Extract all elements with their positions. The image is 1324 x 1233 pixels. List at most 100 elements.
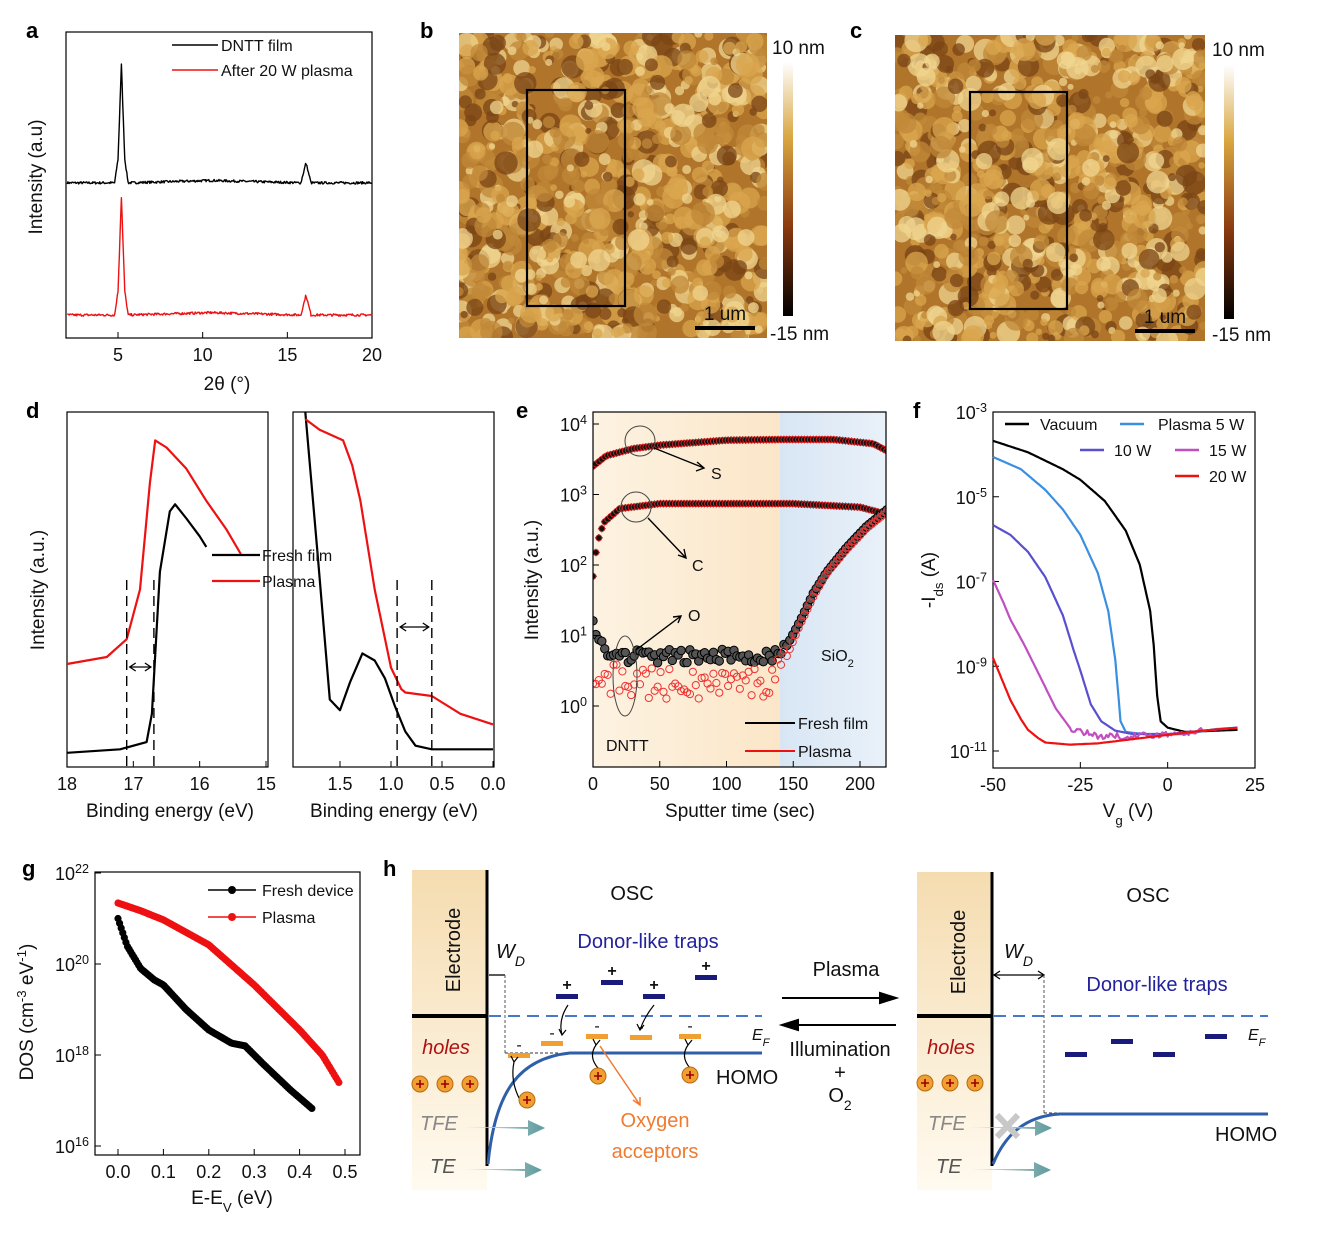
afm-grain [895, 328, 907, 340]
afm-grain [978, 236, 989, 247]
afm-grain [495, 193, 505, 203]
afm-grain [895, 223, 912, 243]
afm-height-map [459, 33, 767, 338]
afm-grain [735, 52, 760, 77]
data-point-plasma [776, 660, 786, 669]
afm-grain [711, 179, 728, 197]
afm-grain [1028, 91, 1047, 110]
x-axis-label-right: Binding energy (eV) [310, 801, 478, 822]
data-point-plasma [653, 682, 662, 691]
afm-grain [508, 234, 521, 247]
afm-grain [914, 294, 927, 306]
text-span: 18 [75, 1044, 89, 1058]
afm-grain [1047, 137, 1070, 161]
afm-grain [747, 302, 759, 313]
afm-grain [1105, 91, 1113, 99]
afm-grain [1048, 320, 1064, 336]
afm-grain [1081, 35, 1094, 43]
homo-label: HOMO [1215, 1124, 1277, 1146]
text-span: 2 [844, 1097, 852, 1113]
afm-grain [690, 65, 702, 77]
afm-grain [599, 307, 612, 320]
text-span: 2 [848, 658, 854, 670]
afm-grain [921, 311, 929, 319]
oxygen-acceptor-level [541, 1041, 563, 1046]
data-point-plasma [624, 682, 633, 691]
data-point-plasma [647, 664, 656, 673]
afm-grain [1102, 273, 1123, 295]
x-tick-label: 15 [256, 774, 276, 794]
y-tick-label: 10-3 [956, 401, 987, 423]
afm-grain [505, 290, 522, 307]
plus-sign [921, 1079, 929, 1087]
afm-grain [957, 119, 972, 133]
oxygen-acceptor-level [586, 1034, 608, 1039]
afm-grain [514, 268, 529, 283]
afm-grain [895, 188, 911, 211]
afm-grain [525, 197, 538, 209]
afm-grain [1159, 314, 1166, 321]
afm-grain [562, 309, 574, 321]
afm-grain [537, 165, 555, 183]
x-tick-label: 0.5 [429, 774, 454, 794]
transition-arrow [636, 1004, 655, 1032]
y-tick-label: 1020 [55, 953, 89, 975]
afm-grain [656, 299, 672, 314]
illumination-arrow [778, 1018, 896, 1032]
acceptor-charge-minus: - [687, 1018, 692, 1035]
afm-grain [727, 83, 743, 98]
afm-grain [962, 325, 985, 341]
afm-grain [633, 193, 646, 206]
transfer-curve [992, 439, 1238, 734]
afm-grain [459, 326, 476, 338]
text-span: 10 [55, 864, 75, 884]
plus-sign [971, 1079, 979, 1087]
afm-grain [989, 331, 997, 339]
afm-grain [459, 119, 469, 137]
afm-grain [619, 119, 635, 135]
afm-grain [1079, 208, 1093, 222]
text-span: 10 [560, 556, 580, 576]
afm-grain [664, 213, 676, 225]
afm-grain [1101, 200, 1112, 210]
plasma-arrow [782, 991, 900, 1005]
text-span: eV [17, 962, 38, 991]
afm-grain [522, 39, 539, 57]
afm-grain [652, 270, 661, 280]
legend-label: 15 W [1209, 443, 1247, 460]
afm-grain [952, 43, 965, 56]
afm-grain [542, 116, 556, 129]
afm-grain [575, 294, 592, 311]
y-tick-label: 103 [560, 484, 587, 506]
data-point-plasma [593, 680, 601, 689]
afm-grain [737, 229, 755, 246]
te-arrow [462, 1162, 542, 1178]
afm-grain [1184, 277, 1205, 300]
afm-grain [924, 189, 932, 197]
text-span: 4 [580, 413, 587, 427]
afm-grain [1170, 241, 1190, 262]
plus-sign [441, 1080, 449, 1088]
data-point-plasma [618, 667, 627, 676]
afm-grain [459, 228, 473, 249]
data-point-fresh [593, 548, 600, 557]
afm-grain [680, 237, 698, 255]
data-point-plasma [644, 693, 653, 703]
afm-grain [580, 265, 593, 277]
text-span: 22 [75, 862, 89, 876]
x-tick-label: 0.1 [151, 1162, 176, 1182]
afm-grain [957, 285, 979, 307]
text-span: 10 [956, 488, 976, 508]
afm-grain [487, 272, 497, 281]
afm-grain [981, 109, 990, 118]
afm-grain [1096, 295, 1104, 302]
afm-grain [1058, 258, 1069, 269]
trap-charge-plus: + [607, 963, 616, 980]
afm-grain [758, 257, 767, 270]
y-tick-label: 10-11 [950, 740, 987, 762]
afm-grain [1012, 38, 1036, 62]
donor-trap-level [1153, 1052, 1175, 1057]
plus-sign [416, 1080, 424, 1088]
afm-grain [643, 85, 653, 95]
